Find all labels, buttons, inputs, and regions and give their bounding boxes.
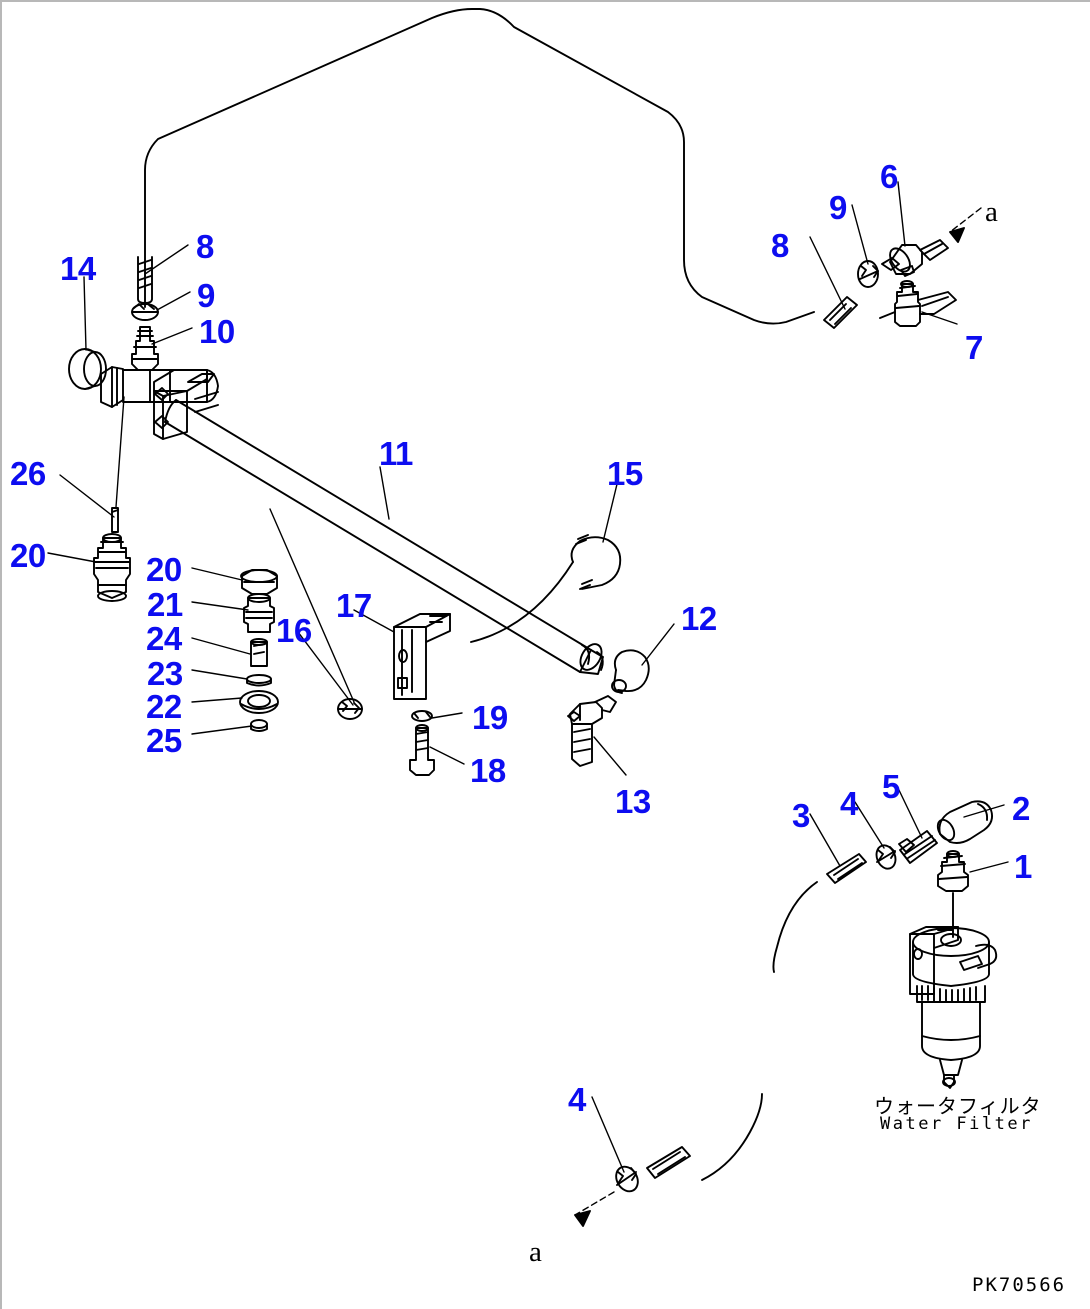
part-21-body bbox=[243, 593, 275, 633]
callout-22[interactable]: 22 bbox=[146, 688, 182, 725]
part-4-upper-clamp bbox=[875, 844, 897, 870]
part-7-tee-fitting bbox=[879, 280, 957, 327]
part-20-nut bbox=[240, 569, 278, 595]
drawing-number: PK70566 bbox=[972, 1274, 1067, 1296]
callout-7[interactable]: 7 bbox=[965, 329, 983, 366]
callout-20-stack[interactable]: 20 bbox=[146, 551, 182, 588]
part-8-left-hose-end bbox=[137, 256, 153, 304]
part-16-bolt bbox=[337, 698, 363, 720]
water-filter-caption-jp: ウォータフィルタ bbox=[874, 1094, 1042, 1118]
callout-17[interactable]: 17 bbox=[336, 587, 372, 624]
callout-1[interactable]: 1 bbox=[1014, 848, 1032, 885]
part-15-return-hose bbox=[470, 534, 622, 643]
ref-letter-a-top: a bbox=[985, 196, 998, 228]
part-24-sleeve bbox=[250, 638, 268, 667]
part-13-connector bbox=[567, 695, 617, 767]
callout-26[interactable]: 26 bbox=[10, 455, 46, 492]
callout-2[interactable]: 2 bbox=[1012, 790, 1030, 827]
part-18-bolt bbox=[409, 724, 435, 776]
callout-8-right[interactable]: 8 bbox=[771, 227, 789, 264]
part-6-union-nut bbox=[881, 239, 949, 277]
callout-4-lower[interactable]: 4 bbox=[568, 1081, 586, 1118]
water-filter-body bbox=[909, 926, 998, 1089]
callout-25[interactable]: 25 bbox=[146, 722, 182, 759]
part-22-nut bbox=[239, 690, 279, 714]
main-hose-long bbox=[144, 8, 815, 325]
part-10-left-nipple bbox=[131, 326, 159, 371]
part-9-left-clamp bbox=[131, 303, 159, 321]
part-19-washer bbox=[411, 710, 433, 722]
part-8-right-hose-end bbox=[823, 296, 858, 329]
part-5-nipple bbox=[898, 830, 938, 864]
part-12-elbow bbox=[611, 649, 650, 694]
callout-20-left[interactable]: 20 bbox=[10, 537, 46, 574]
ref-letter-a-bottom: a bbox=[529, 1236, 542, 1268]
manifold-tube bbox=[100, 366, 219, 408]
callout-3[interactable]: 3 bbox=[792, 797, 810, 834]
callout-18[interactable]: 18 bbox=[470, 752, 506, 789]
callout-19[interactable]: 19 bbox=[472, 699, 508, 736]
callout-9-left[interactable]: 9 bbox=[197, 277, 215, 314]
part-2-elbow bbox=[936, 800, 994, 844]
callout-13[interactable]: 13 bbox=[615, 783, 651, 820]
callout-4-upper[interactable]: 4 bbox=[840, 785, 858, 822]
callout-14[interactable]: 14 bbox=[60, 250, 96, 287]
ref-arrow-bottom bbox=[574, 1191, 615, 1227]
lower-hose-to-filter bbox=[772, 881, 818, 973]
part-25-small-ring bbox=[250, 719, 268, 732]
part-1-bolt bbox=[937, 850, 969, 938]
water-filter-caption-en: Water Filter bbox=[880, 1114, 1033, 1134]
part-11-long-pipe bbox=[164, 399, 604, 675]
callout-8-left[interactable]: 8 bbox=[196, 228, 214, 265]
callout-23[interactable]: 23 bbox=[147, 655, 183, 692]
manifold-bracket bbox=[153, 369, 219, 440]
callout-5[interactable]: 5 bbox=[882, 768, 900, 805]
callout-12[interactable]: 12 bbox=[681, 600, 717, 637]
part-17-bracket bbox=[393, 613, 451, 700]
part-3-hose-end bbox=[826, 853, 867, 884]
callout-15[interactable]: 15 bbox=[607, 455, 643, 492]
callout-10[interactable]: 10 bbox=[199, 313, 235, 350]
lower-left-hose bbox=[701, 1093, 763, 1181]
part-20-left-valve bbox=[93, 533, 131, 602]
leader-lines bbox=[47, 181, 1009, 1173]
callout-21[interactable]: 21 bbox=[147, 586, 183, 623]
callout-16[interactable]: 16 bbox=[276, 612, 312, 649]
callout-9-right[interactable]: 9 bbox=[829, 189, 847, 226]
callout-24[interactable]: 24 bbox=[146, 620, 182, 657]
part-23-washer bbox=[246, 674, 272, 687]
part-4-lower-hose-end bbox=[646, 1146, 691, 1179]
callout-11[interactable]: 11 bbox=[379, 435, 413, 472]
part-26-pin bbox=[111, 507, 119, 533]
ref-arrow-top bbox=[949, 207, 982, 243]
part-4-lower-clamp bbox=[615, 1165, 639, 1193]
callout-6[interactable]: 6 bbox=[880, 158, 898, 195]
part-9-right-clamp bbox=[857, 260, 879, 288]
